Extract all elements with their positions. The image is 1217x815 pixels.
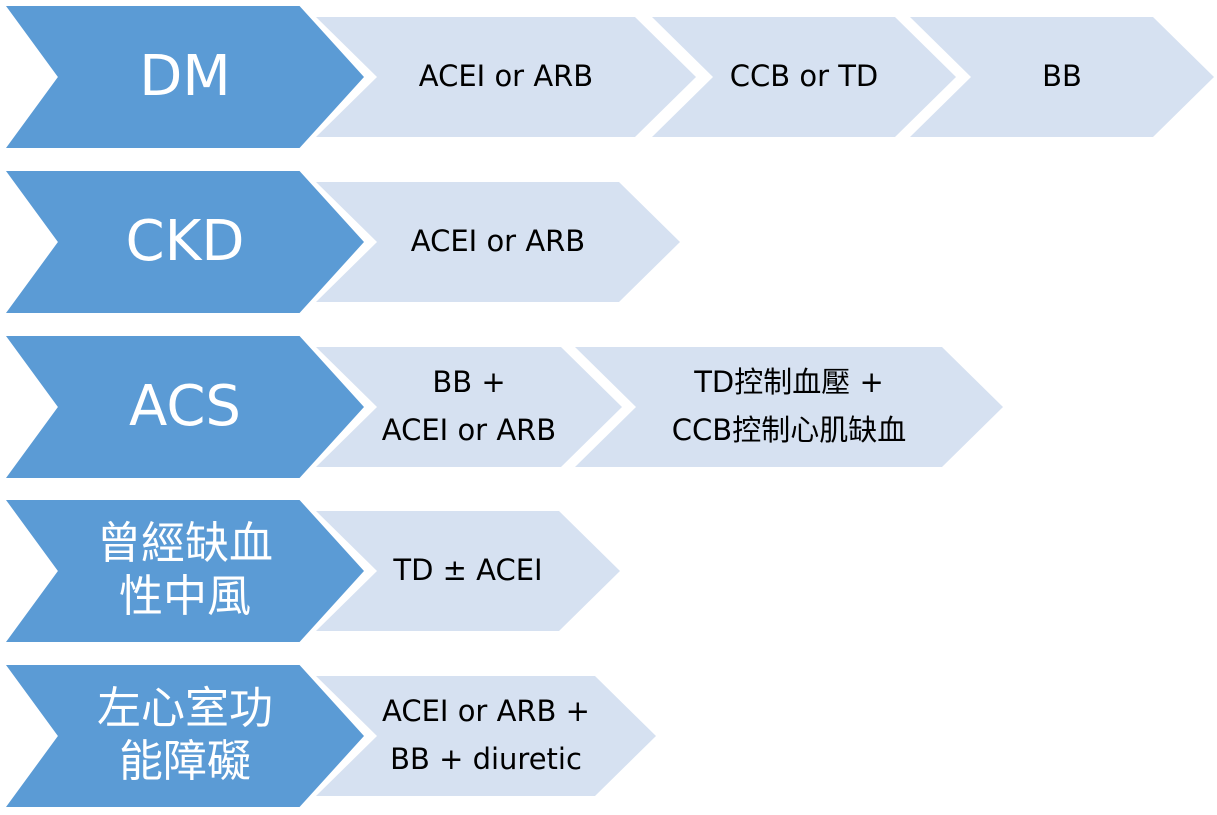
category-label: DM [139,43,231,109]
step-label-line: CCB or TD [729,59,879,94]
category-chevron-acs: ACS [6,336,364,478]
step-label: CCB or TD [730,53,879,101]
step-label-line: TD控制血壓 + [694,365,884,400]
step-label-line: ACEI or ARB + [382,694,590,729]
step-chevron-td-ccb-control: TD控制血壓 + CCB控制心肌缺血 [575,347,1003,467]
category-label: ACS [129,373,241,439]
step-label-line: BB + diuretic [390,742,582,776]
step-chevron-acei-arb-bb-diuretic: ACEI or ARB + BB + diuretic [316,676,656,796]
category-label: 曾經缺血 性中風 [97,518,273,624]
row-dm: DM ACEI or ARB CCB or TD BB [0,6,1217,148]
category-label: 左心室功 能障礙 [97,683,273,789]
category-label-line: ACS [129,373,241,439]
step-label: TD ± ACEI [393,547,542,595]
category-label-line: DM [139,43,231,109]
row-ckd: CKD ACEI or ARB [0,171,1217,313]
step-label: BB + ACEI or ARB [382,359,556,455]
step-label-line: BB + [432,365,506,400]
row-ischemic-stroke: 曾經缺血 性中風 TD ± ACEI [0,500,1217,642]
category-chevron-ischemic-stroke: 曾經缺血 性中風 [6,500,364,642]
category-label-line: 能障礙 [119,736,251,787]
step-label-line: ACEI or ARB [381,413,557,447]
step-label: ACEI or ARB [411,218,585,266]
category-chevron-ckd: CKD [6,171,364,313]
step-label: TD控制血壓 + CCB控制心肌缺血 [672,359,906,455]
step-chevron-acei-or-arb: ACEI or ARB [316,17,696,137]
step-label-line: ACEI or ARB [410,224,586,259]
step-chevron-ccb-or-td: CCB or TD [652,17,956,137]
row-acs: ACS BB + ACEI or ARB TD控制血壓 + CCB控制心肌缺血 [0,336,1217,478]
category-label-line: CKD [125,208,245,274]
step-label: ACEI or ARB [419,53,593,101]
step-chevron-acei-or-arb: ACEI or ARB [316,182,680,302]
category-label: CKD [125,208,245,274]
step-label-line: CCB控制心肌缺血 [671,413,907,447]
category-chevron-lv-dysfunction: 左心室功 能障礙 [6,665,364,807]
category-label-line: 左心室功 [97,683,273,735]
row-lv-dysfunction: 左心室功 能障礙 ACEI or ARB + BB + diuretic [0,665,1217,807]
category-label-line: 曾經缺血 [97,518,273,570]
step-label-line: TD ± ACEI [393,553,543,588]
step-label: ACEI or ARB + BB + diuretic [382,688,590,784]
category-chevron-dm: DM [6,6,364,148]
step-label: BB [1042,53,1082,101]
step-label-line: BB [1042,59,1082,94]
step-label-line: ACEI or ARB [418,59,594,94]
category-label-line: 性中風 [119,571,251,622]
